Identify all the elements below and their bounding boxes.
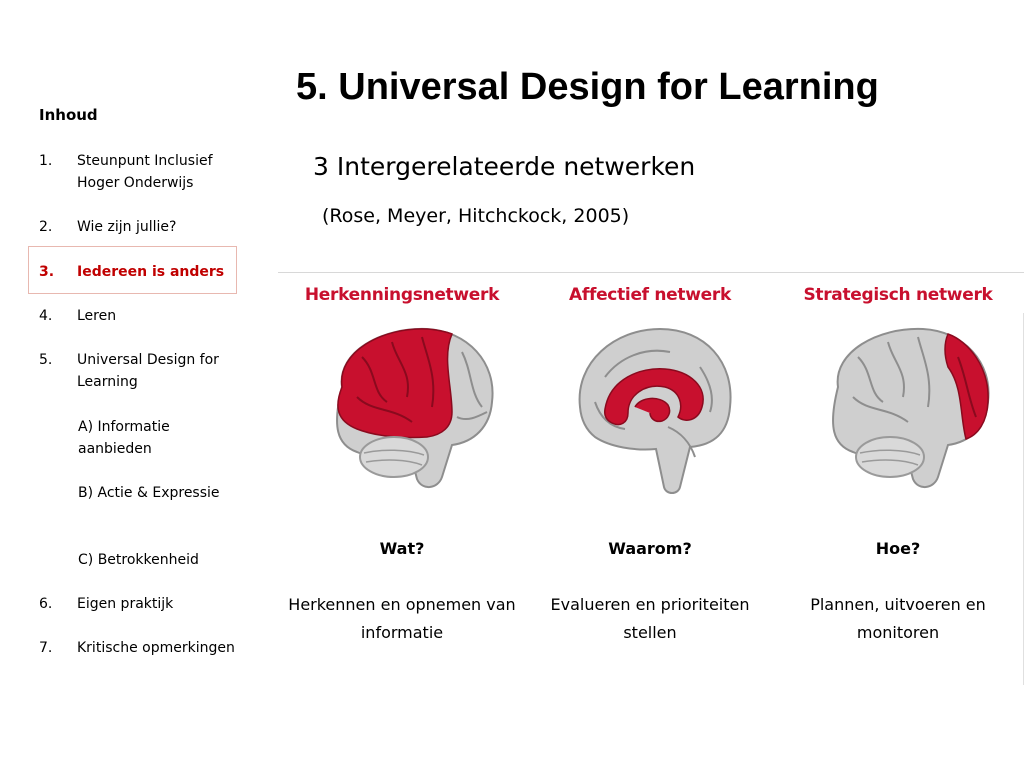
toc-item-number: 7. — [39, 640, 53, 656]
panel-strategic: Strategisch netwerk Hoe? Plannen, uitvoe… — [774, 273, 1022, 685]
toc-item-number: 3. — [39, 264, 55, 280]
toc-item-label: Kritische opmerkingen — [77, 640, 235, 656]
brain-lateral-recognition-icon — [336, 327, 494, 488]
network-description: Evalueren en prioriteiten stellen — [550, 595, 750, 642]
network-question: Wat? — [379, 539, 425, 558]
brain-medial-affective-icon — [578, 327, 732, 494]
toc-heading: Inhoud — [39, 106, 98, 124]
brain-lateral-strategic-icon — [832, 327, 990, 488]
toc-item-number: 5. — [39, 352, 53, 368]
toc-item-label: Wie zijn jullie? — [77, 219, 177, 235]
toc-item-label: Iedereen is anders — [77, 264, 225, 280]
slide-subtitle: 3 Intergerelateerde netwerken — [313, 152, 696, 181]
panel-recognition: Herkenningsnetwerk Wat? Herkennen en opn… — [278, 273, 526, 685]
network-question: Hoe? — [875, 539, 921, 558]
active-item-highlight — [28, 246, 237, 294]
table-of-contents: Inhoud 1. Steunpunt Inclusief Hoger Onde… — [0, 0, 260, 768]
toc-subitem-a[interactable]: A) Informatie aanbieden — [78, 419, 170, 457]
brain-networks-figure: Herkenningsnetwerk Wat? Herkennen en opn… — [278, 272, 1024, 685]
network-title: Herkenningsnetwerk — [304, 285, 500, 305]
network-title: Strategisch netwerk — [803, 285, 993, 305]
citation: (Rose, Meyer, Hitchckock, 2005) — [322, 205, 630, 227]
network-description: Plannen, uitvoeren en monitoren — [810, 595, 986, 642]
toc-item-number: 6. — [39, 596, 53, 612]
toc-item-number: 1. — [39, 153, 53, 169]
toc-subitem-b[interactable]: B) Actie & Expressie — [78, 485, 220, 501]
slide-title: 5. Universal Design for Learning — [296, 66, 879, 108]
toc-item-label: Leren — [77, 308, 117, 324]
toc-item-label: Steunpunt Inclusief Hoger Onderwijs — [77, 153, 213, 191]
toc-item-number: 4. — [39, 308, 53, 324]
toc-subitem-c[interactable]: C) Betrokkenheid — [78, 552, 199, 568]
panel-affective: Affectief netwerk Waarom? Evalueren en p… — [526, 273, 774, 685]
toc-item-label: Eigen praktijk — [77, 596, 174, 612]
network-title: Affectief netwerk — [569, 285, 731, 305]
network-description: Herkennen en opnemen van informatie — [288, 595, 516, 642]
network-question: Waarom? — [608, 539, 692, 558]
toc-item-label: Universal Design for Learning — [77, 352, 219, 390]
toc-item-number: 2. — [39, 219, 53, 235]
